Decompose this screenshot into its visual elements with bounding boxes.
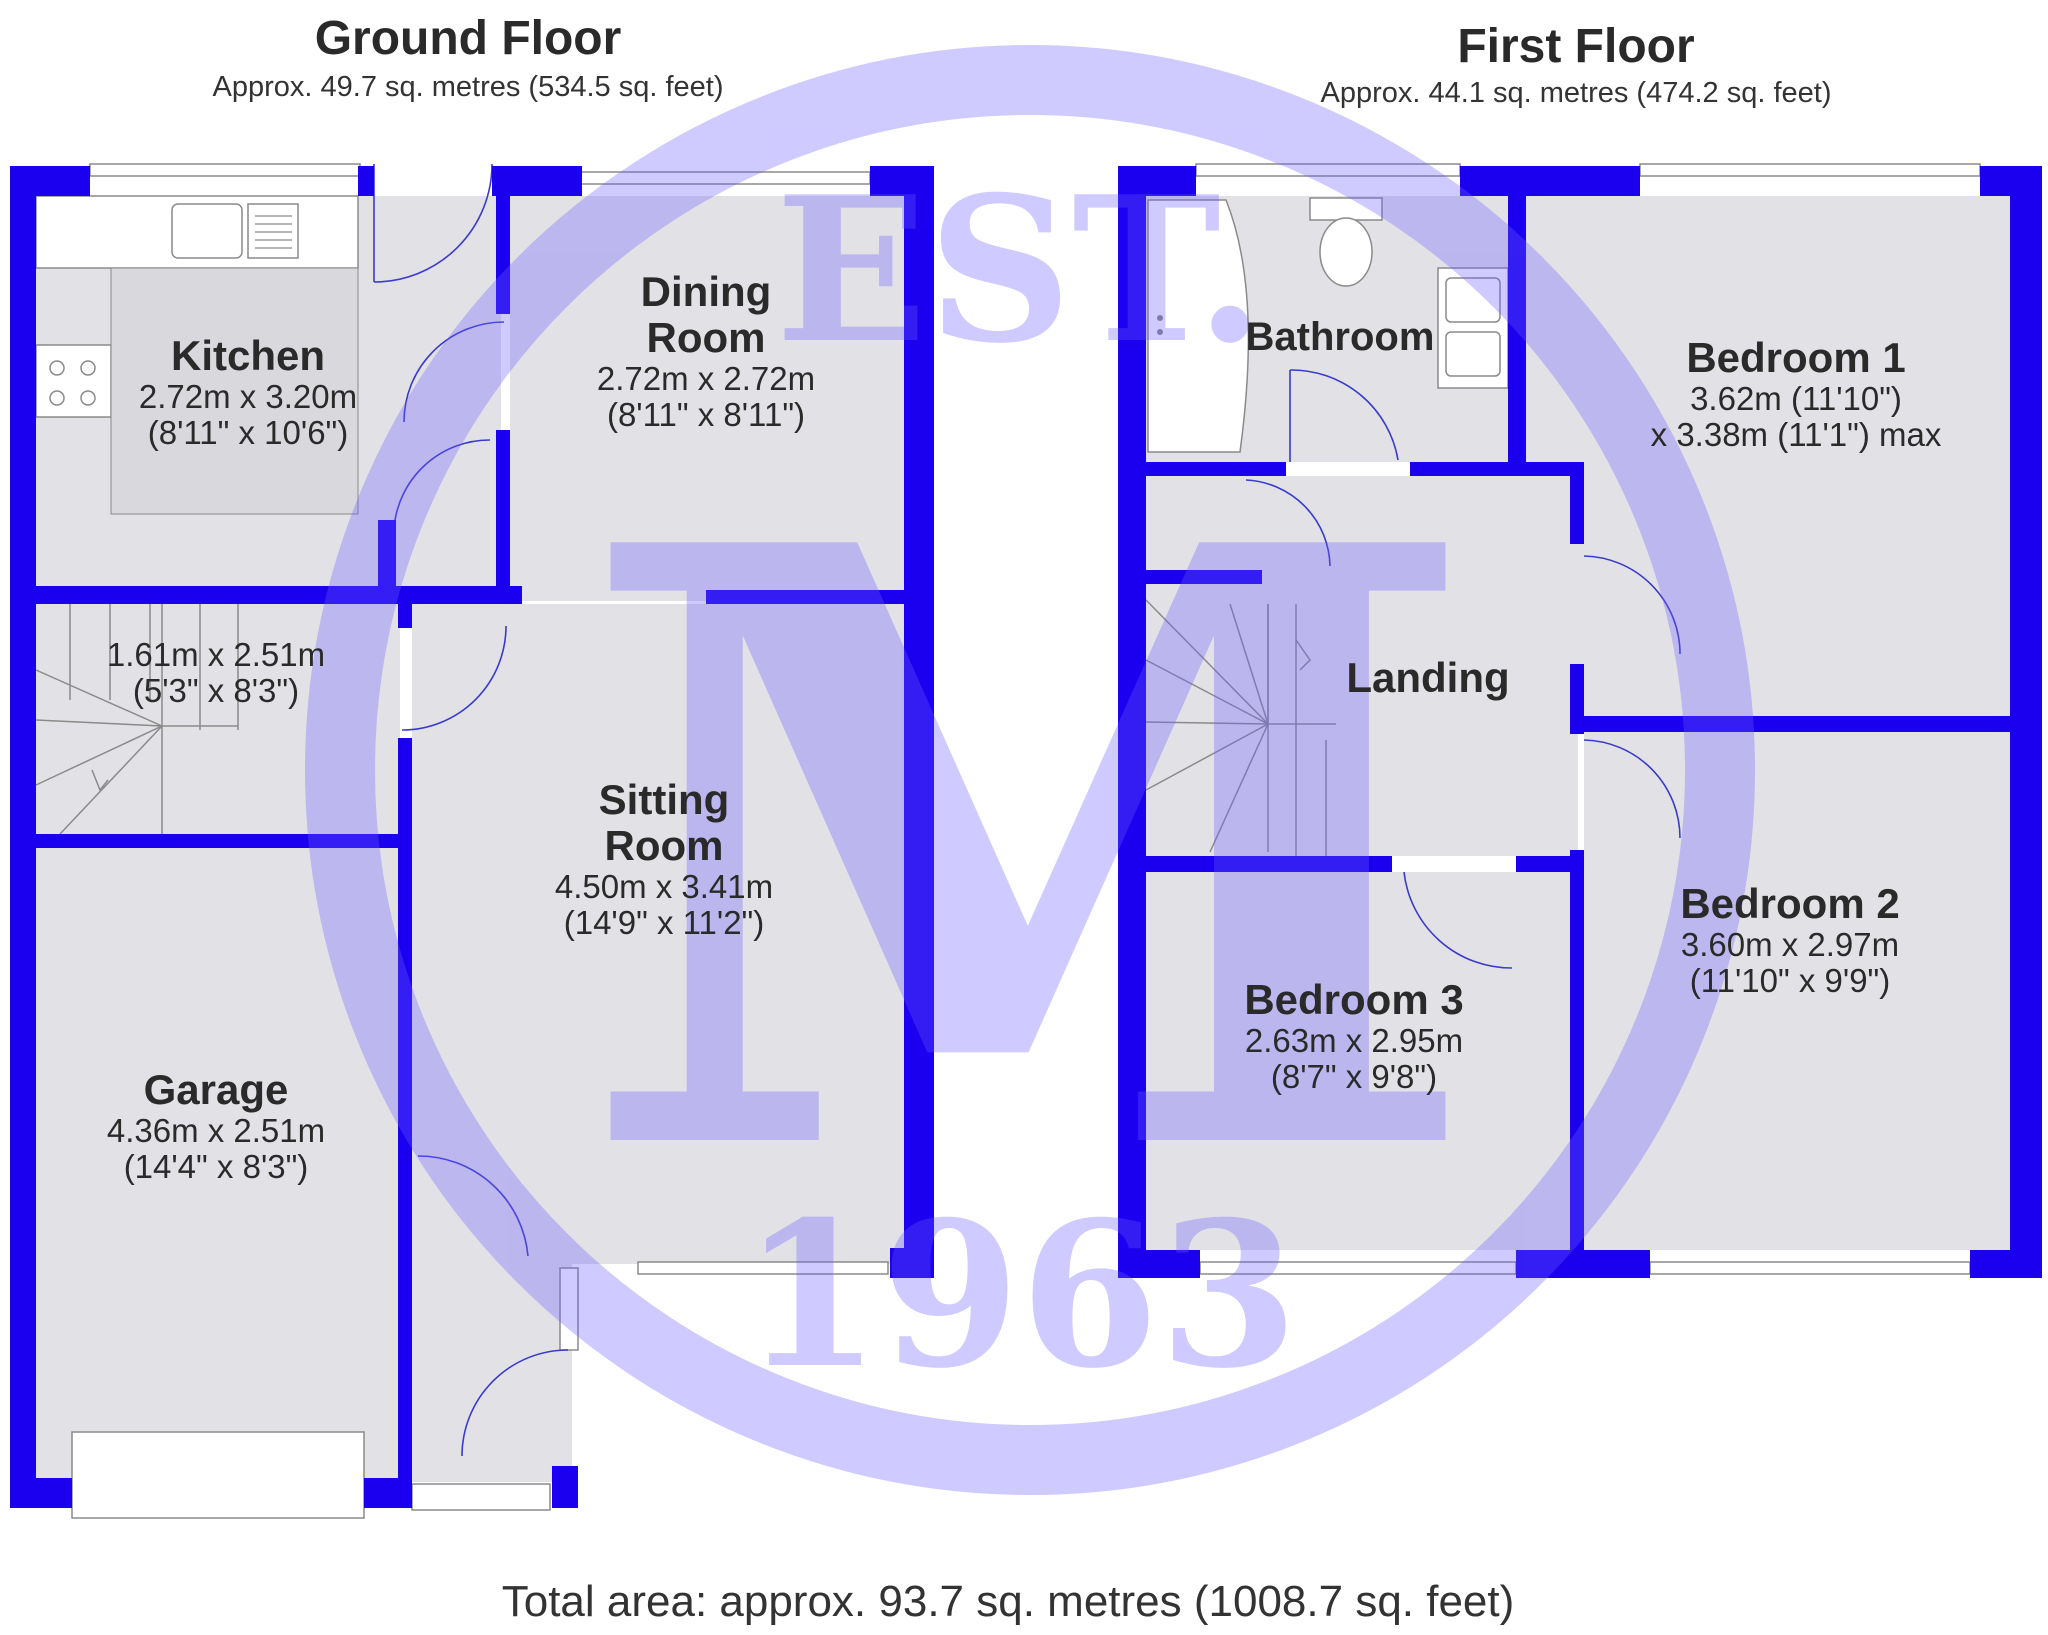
kitchen-hall-wall [36, 586, 522, 604]
bedroom-2-label: Bedroom 2 [1680, 880, 1899, 927]
hall-sitting-door-swing [401, 625, 507, 731]
bedroom-1-floor [1526, 196, 2010, 716]
ground-floor-plan [10, 163, 934, 1519]
first-east-wall [2010, 166, 2042, 1278]
bedroom-2-dim-imperial: (11'10" x 9'9") [1690, 962, 1891, 999]
cupboard-door-swing [393, 439, 491, 529]
logo-est-text: EST. [775, 153, 1265, 388]
sitting-room-window [637, 1261, 889, 1275]
sitting-room-floor [412, 604, 904, 1264]
ground-floor-area: Approx. 49.7 sq. metres (534.5 sq. feet) [213, 71, 724, 103]
hall-dim-imperial: (5'3" x 8'3") [133, 672, 299, 709]
garage-label: Garage [144, 1066, 289, 1113]
dining-room-label-line2: Room [647, 314, 766, 361]
landing-floor [1146, 476, 1578, 856]
bed3-bed2-wall [1570, 850, 1584, 1278]
bedroom-1-dim-line1: 3.62m (11'10") [1690, 380, 1902, 417]
back-door-swing [373, 163, 493, 283]
watermark-logo: EST. M 1963 [305, 45, 1755, 1495]
bedroom-1-dim-line2: x 3.38m (11'1") max [1651, 416, 1942, 453]
dining-room-dim-metric: 2.72m x 2.72m [597, 360, 815, 397]
ground-east-wall [904, 166, 934, 1278]
bed1-bed2-wall [1584, 716, 2010, 732]
hob-icon [35, 344, 112, 418]
bathroom-label: Bathroom [1246, 315, 1435, 359]
kitchen-label: Kitchen [171, 332, 325, 379]
porch-side-window [559, 1267, 579, 1351]
sink-icon [171, 203, 243, 259]
ground-south-wall [10, 1478, 72, 1508]
first-staircase [1145, 599, 1336, 856]
bathroom-door-swing [1289, 369, 1399, 461]
garage-dim-metric: 4.36m x 2.51m [107, 1112, 325, 1149]
sitting-room-label-line1: Sitting [599, 776, 730, 823]
front-door-swing [461, 1349, 569, 1457]
dining-room-label-line1: Dining [641, 268, 772, 315]
bedroom-3-dim-metric: 2.63m x 2.95m [1245, 1022, 1463, 1059]
bedroom-1-label: Bedroom 1 [1686, 334, 1905, 381]
bedroom-2-door-swing [1583, 739, 1681, 839]
bedroom-3-floor [1146, 872, 1570, 1250]
first-floor-plan [1118, 163, 2042, 1278]
sitting-porch-door-swing [417, 1155, 529, 1257]
sitting-room-dim-metric: 4.50m x 3.41m [555, 868, 773, 905]
bath-icon [1147, 199, 1250, 453]
first-south-wall [1118, 1250, 1200, 1278]
airing-cupboard-door-swing [1245, 479, 1331, 567]
bedroom-3-dim-imperial: (8'7" x 9'8") [1271, 1058, 1437, 1095]
garage-sitting-wall [398, 738, 412, 1508]
basin-icon [1445, 277, 1501, 323]
toilet-icon [1319, 217, 1373, 287]
drainer-icon [247, 203, 299, 259]
bedroom-3-door-swing [1403, 871, 1513, 969]
dining-room-dim-imperial: (8'11" x 8'11") [607, 396, 805, 433]
porch-window [411, 1483, 551, 1511]
kitchen-window [89, 163, 361, 177]
garage-dim-imperial: (14'4" x 8'3") [124, 1148, 309, 1185]
landing-label: Landing [1346, 654, 1509, 701]
kitchen-dim-metric: 2.72m x 3.20m [139, 378, 357, 415]
bedroom-3-label: Bedroom 3 [1244, 976, 1463, 1023]
ground-west-wall [10, 166, 36, 1508]
bedroom-1-door-swing [1583, 555, 1681, 655]
dining-room-floor [510, 196, 904, 601]
logo-ring [305, 45, 1755, 1495]
bedroom-2-dim-metric: 3.60m x 2.97m [1681, 926, 1899, 963]
logo-year-text: 1963 [742, 1178, 1299, 1413]
basin-icon-2 [1445, 331, 1501, 377]
porch-floor [412, 1260, 572, 1482]
first-floor-title: First Floor [1457, 20, 1694, 73]
kitchen-dining-door-swing [403, 321, 505, 423]
kitchen-dim-imperial: (8'11" x 10'6") [148, 414, 349, 451]
ground-floor-title: Ground Floor [315, 12, 622, 65]
first-west-wall [1118, 166, 1146, 1278]
sitting-room-dim-imperial: (14'9" x 11'2") [564, 904, 765, 941]
garage-door [71, 1431, 365, 1519]
hall-dim-metric: 1.61m x 2.51m [107, 636, 325, 673]
total-area: Total area: approx. 93.7 sq. metres (100… [502, 1577, 1515, 1626]
garage-floor [36, 846, 400, 1480]
bedroom-2-window [1649, 1261, 1971, 1275]
logo-m-letter: M [576, 371, 1484, 1334]
bedroom-1-window [1639, 163, 1981, 177]
sitting-room-label-line2: Room [605, 822, 724, 869]
bedroom-2-floor [1584, 732, 2010, 1250]
ground-staircase [35, 604, 239, 835]
hall-garage-wall [36, 834, 400, 848]
kitchen-island-area [110, 267, 359, 515]
first-floor-area: Approx. 44.1 sq. metres (474.2 sq. feet) [1321, 77, 1832, 109]
